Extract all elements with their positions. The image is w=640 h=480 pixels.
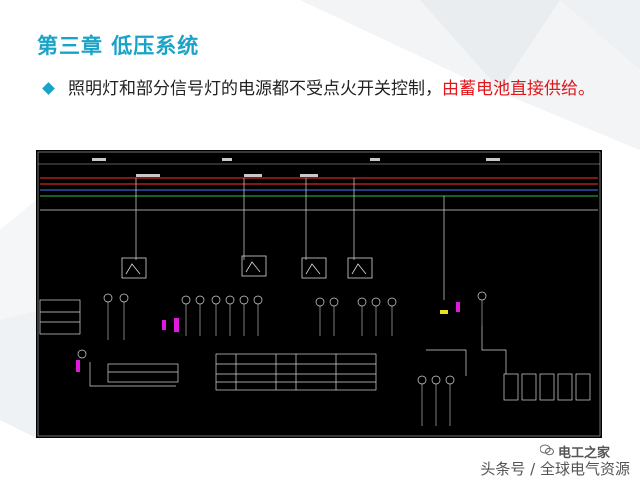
bullet-text-normal: 照明灯和部分信号灯的电源都不受点火开关控制， bbox=[68, 79, 442, 99]
page-title: 第三章 低压系统 bbox=[37, 34, 200, 58]
bullet-point: 照明灯和部分信号灯的电源都不受点火开关控制，由蓄电池直接供给。 bbox=[42, 76, 614, 102]
wiring-schematic bbox=[36, 150, 602, 438]
bullet-text-highlight: 由蓄电池直接供给。 bbox=[442, 79, 595, 99]
watermark-source: 头条号 / 全球电气资源 bbox=[480, 460, 630, 478]
watermark: 电工之家 头条号 / 全球电气资源 bbox=[444, 440, 640, 480]
wechat-icon bbox=[540, 444, 554, 456]
watermark-brand: 电工之家 bbox=[557, 446, 610, 461]
bullet-text: 照明灯和部分信号灯的电源都不受点火开关控制，由蓄电池直接供给。 bbox=[44, 76, 614, 102]
